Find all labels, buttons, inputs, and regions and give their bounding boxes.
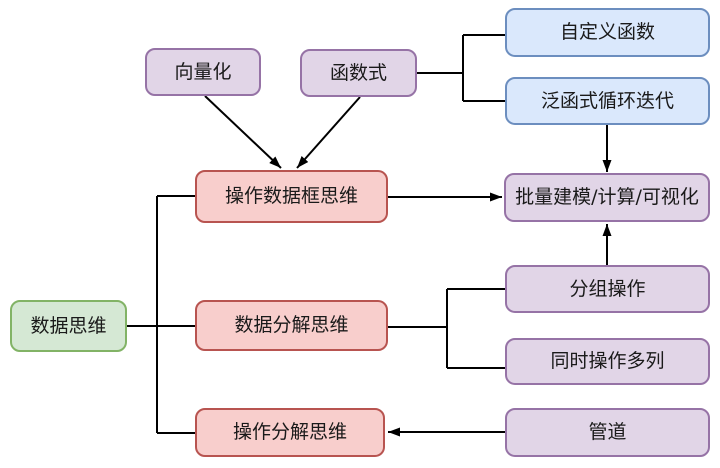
- node-functional[interactable]: 函数式: [300, 49, 417, 97]
- node-data-thinking-label: 数据思维: [30, 314, 107, 337]
- node-group-operation-label: 分组操作: [569, 277, 646, 300]
- node-dataframe-thinking[interactable]: 操作数据框思维: [195, 170, 388, 223]
- node-custom-function-label: 自定义函数: [559, 21, 655, 43]
- bracket-datadecomp-to-purple-nodes: [388, 288, 505, 369]
- node-vectorization-label: 向量化: [174, 60, 232, 83]
- node-pipeline[interactable]: 管道: [505, 408, 710, 457]
- node-group-operation[interactable]: 分组操作: [505, 265, 710, 313]
- node-vectorization[interactable]: 向量化: [145, 48, 261, 96]
- node-data-thinking[interactable]: 数据思维: [10, 300, 127, 352]
- node-operation-decomposition-label: 操作分解思维: [232, 421, 347, 443]
- node-multi-column-label: 同时操作多列: [550, 350, 665, 372]
- node-batch-modeling[interactable]: 批量建模/计算/可视化: [504, 173, 710, 222]
- node-operation-decomposition[interactable]: 操作分解思维: [195, 408, 385, 457]
- node-functional-loop-label: 泛函式循环迭代: [540, 89, 674, 112]
- node-multi-column[interactable]: 同时操作多列: [505, 338, 710, 385]
- node-custom-function[interactable]: 自定义函数: [505, 8, 710, 57]
- edge-vectorization-to-dataframe: [204, 95, 282, 169]
- node-batch-modeling-label: 批量建模/计算/可视化: [515, 186, 699, 208]
- edge-functional-to-dataframe: [296, 96, 361, 169]
- node-data-decomposition[interactable]: 数据分解思维: [195, 300, 388, 351]
- bracket-functional-to-blue-nodes: [417, 34, 505, 102]
- bracket-datathinking-to-red-nodes: [127, 195, 195, 434]
- node-functional-label: 函数式: [329, 61, 387, 84]
- node-dataframe-thinking-label: 操作数据框思维: [224, 185, 358, 207]
- node-pipeline-label: 管道: [588, 421, 627, 443]
- node-data-decomposition-label: 数据分解思维: [234, 314, 349, 336]
- node-functional-loop[interactable]: 泛函式循环迭代: [505, 77, 710, 125]
